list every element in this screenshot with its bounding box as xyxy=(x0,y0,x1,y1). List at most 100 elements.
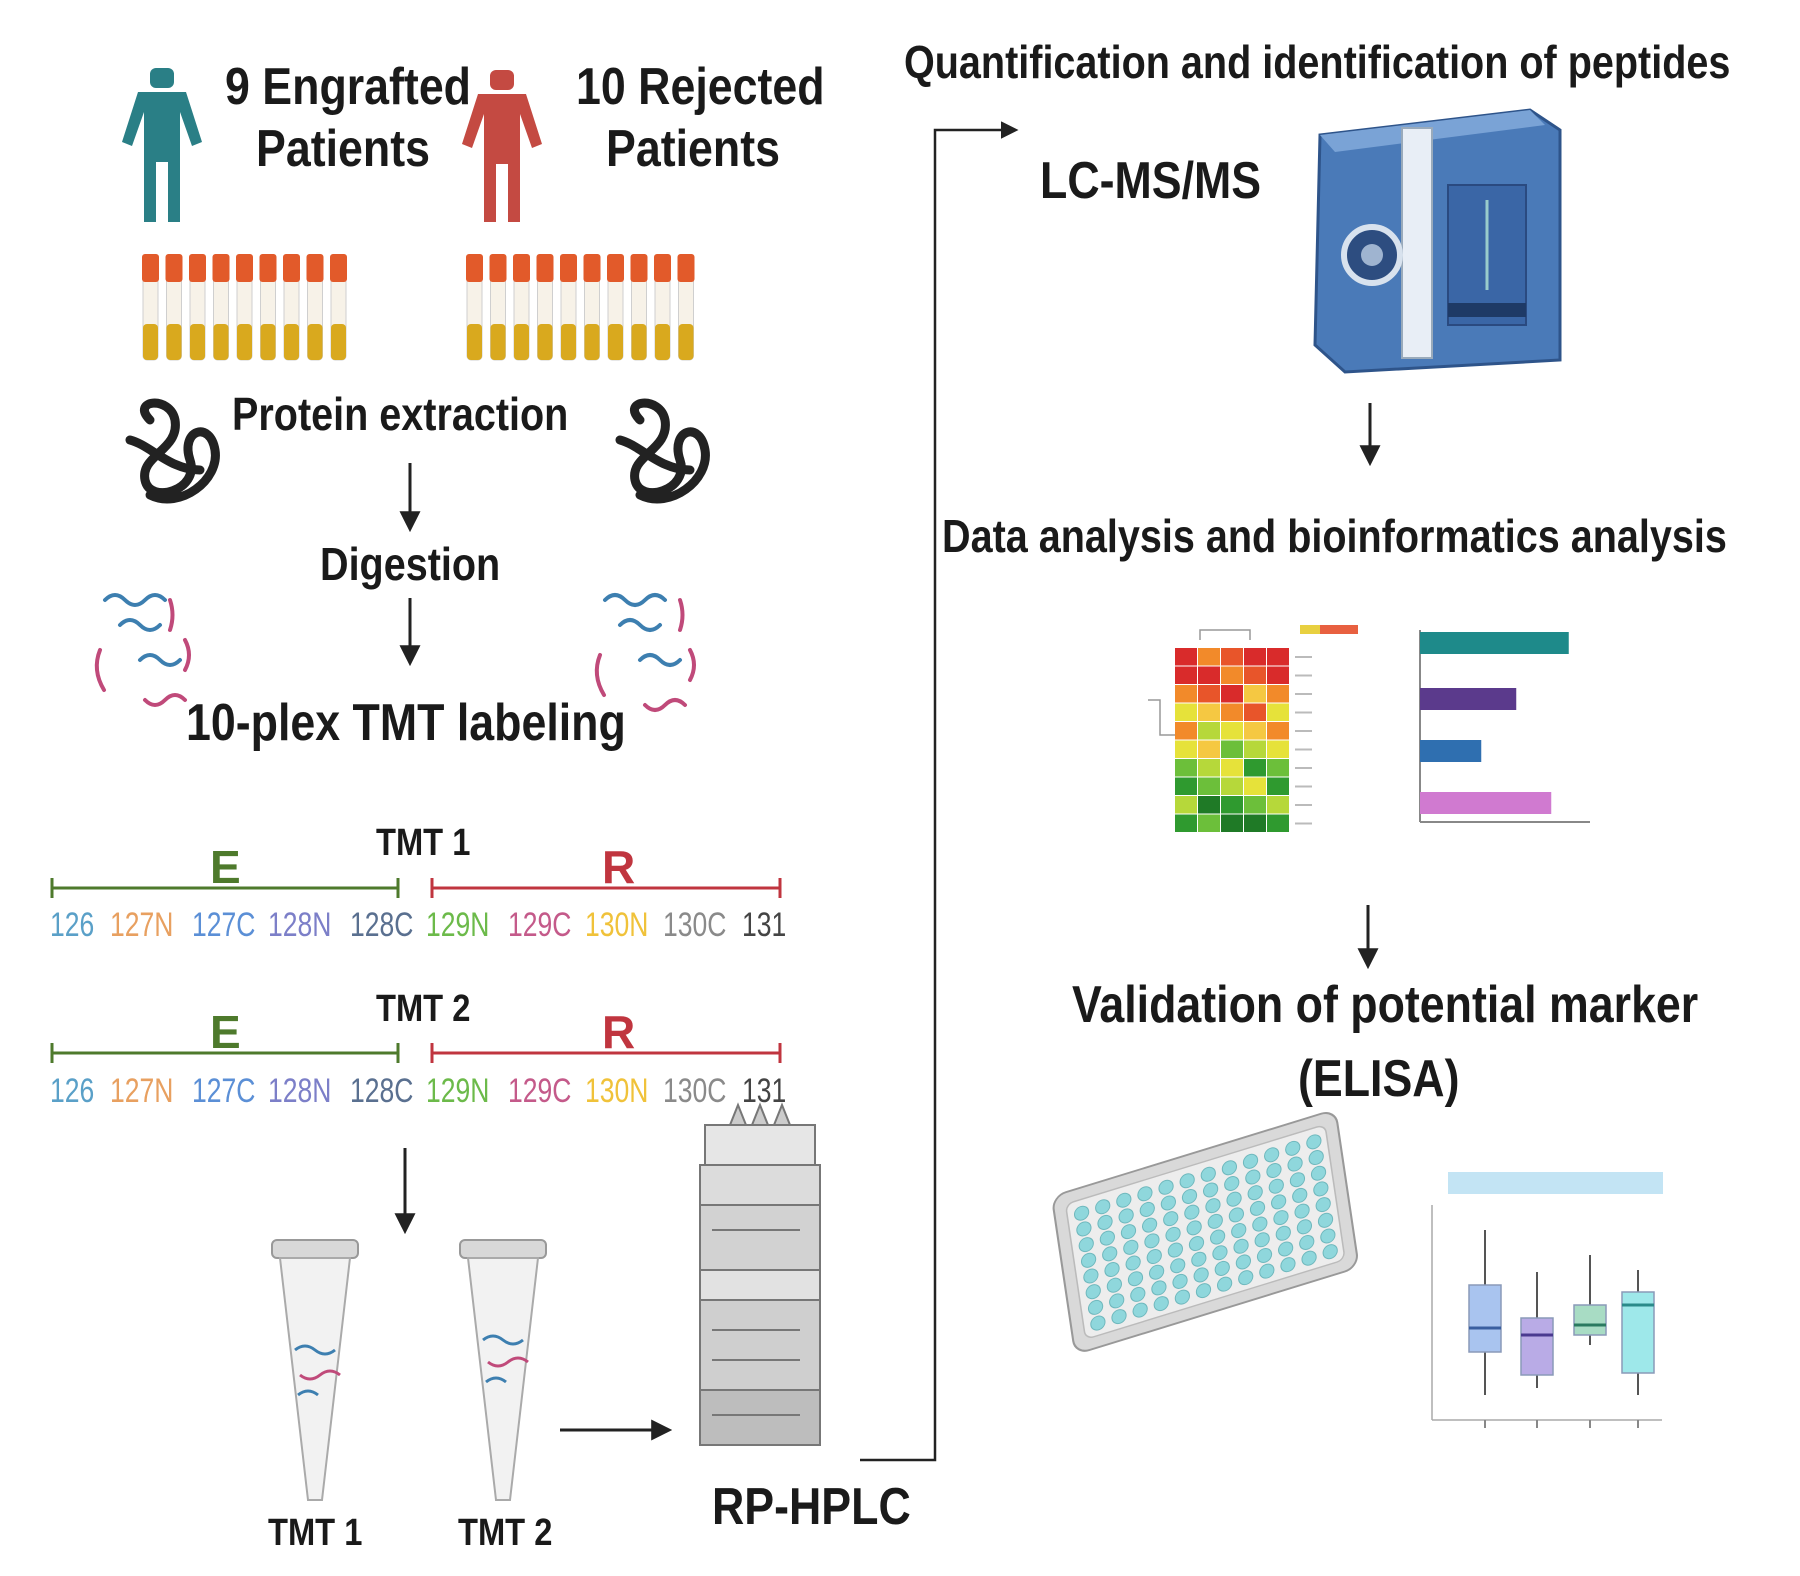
plate-well xyxy=(1104,1262,1120,1278)
plate-well xyxy=(1127,1271,1144,1287)
tmt-channel-label: 130C xyxy=(663,906,727,944)
tmt-channel-label: 126 xyxy=(50,1072,95,1110)
heatmap-cell xyxy=(1198,796,1220,814)
blood-tube xyxy=(466,254,483,361)
blood-tube xyxy=(189,254,206,361)
plate-well xyxy=(1292,1187,1308,1203)
blood-tube xyxy=(583,254,601,361)
tmt-channel-label: 127C xyxy=(192,1072,256,1110)
plate-well xyxy=(1271,1194,1287,1210)
rejected-patient-icon xyxy=(462,70,542,222)
arrow-to-lcms xyxy=(860,121,1019,1462)
plate-well xyxy=(1102,1246,1118,1262)
tmt2-title: TMT 2 xyxy=(376,988,471,1030)
plate-well xyxy=(1320,1228,1336,1244)
tmt2-rejected-letter: R xyxy=(602,1006,636,1058)
tmt1-engrafted-bracket xyxy=(50,878,400,898)
tmt-channel-label: 130N xyxy=(585,1072,649,1110)
plate-well xyxy=(1278,1241,1294,1257)
heatmap-cell xyxy=(1244,685,1266,703)
heatmap-cell xyxy=(1198,666,1220,684)
plate-well xyxy=(1256,1247,1273,1263)
heatmap-cell xyxy=(1221,740,1243,758)
plate-well xyxy=(1146,1249,1162,1265)
heatmap-cell xyxy=(1221,648,1243,666)
plate-well xyxy=(1144,1233,1160,1249)
tmt-channel-label: 131 xyxy=(742,1072,787,1110)
heatmap-cell xyxy=(1221,759,1243,777)
peptides-right-icon xyxy=(594,593,696,712)
quantification-header: Quantification and identification of pep… xyxy=(904,36,1731,88)
heatmap-cell xyxy=(1221,685,1243,703)
plate-well xyxy=(1172,1273,1188,1289)
plate-well xyxy=(1266,1163,1282,1179)
plate-well xyxy=(1308,1150,1324,1166)
heatmap-cell xyxy=(1175,703,1197,721)
blood-tube xyxy=(306,254,324,361)
plate-well xyxy=(1141,1217,1158,1233)
blood-tube xyxy=(513,254,530,361)
blood-tube xyxy=(607,254,624,361)
box-plot-figure xyxy=(1431,1172,1663,1428)
blood-tube xyxy=(489,254,507,361)
box-plot-box xyxy=(1573,1304,1607,1336)
plate-well xyxy=(1259,1263,1275,1279)
tmt-channel-label: 128N xyxy=(268,1072,332,1110)
heatmap-cell xyxy=(1175,759,1197,777)
plate-well xyxy=(1080,1252,1097,1268)
tmt2-engrafted-letter: E xyxy=(210,1006,241,1058)
tmt-labeling-label: 10-plex TMT labeling xyxy=(186,694,626,752)
blood-tube xyxy=(654,254,671,361)
heatmap-cell xyxy=(1198,759,1220,777)
plate-well xyxy=(1132,1302,1148,1318)
elisa-plate-icon xyxy=(1052,1112,1358,1352)
plate-well xyxy=(1200,1166,1216,1182)
plate-well xyxy=(1228,1207,1245,1223)
heatmap-cell xyxy=(1244,777,1266,795)
tmt-channel-label: 127N xyxy=(110,1072,174,1110)
blood-tube xyxy=(165,254,183,361)
tmt2-rejected-bracket xyxy=(430,1043,782,1063)
plate-well xyxy=(1170,1258,1186,1274)
plate-well xyxy=(1226,1191,1242,1207)
heatmap-cell xyxy=(1267,796,1289,814)
rejected-sample-tubes xyxy=(466,254,695,361)
tmt-channel-label: 127C xyxy=(192,906,256,944)
plate-well xyxy=(1301,1250,1317,1266)
bar-chart-figure xyxy=(1419,630,1590,823)
heatmap-figure xyxy=(1148,625,1358,832)
heatmap-cell xyxy=(1198,814,1220,832)
plate-well xyxy=(1191,1251,1207,1267)
plate-well xyxy=(1315,1197,1331,1213)
tmt-channel-label: 128C xyxy=(350,906,414,944)
plate-well xyxy=(1116,1192,1132,1208)
plate-well xyxy=(1296,1219,1313,1235)
heatmap-cell xyxy=(1221,703,1243,721)
plate-well xyxy=(1249,1200,1266,1216)
tmt-channel-label: 129C xyxy=(508,1072,572,1110)
heatmap-cell xyxy=(1267,685,1289,703)
plate-well xyxy=(1299,1234,1315,1250)
plate-well xyxy=(1193,1267,1209,1283)
validation-label-line2: (ELISA) xyxy=(1298,1050,1460,1108)
plate-well xyxy=(1285,1140,1301,1156)
heatmap-cell xyxy=(1198,648,1220,666)
plate-well xyxy=(1123,1239,1139,1255)
plate-well xyxy=(1130,1286,1146,1302)
blood-tube xyxy=(142,254,159,361)
validation-label-line1: Validation of potential marker xyxy=(1072,976,1699,1034)
plate-well xyxy=(1275,1225,1291,1241)
engrafted-patients-label-line1: 9 Engrafted xyxy=(225,58,472,116)
tmt1-rejected-bracket xyxy=(430,878,782,898)
heatmap-cell xyxy=(1244,648,1266,666)
tmt-channel-label: 129C xyxy=(508,906,572,944)
plate-well xyxy=(1247,1185,1263,1201)
tmt2-engrafted-bracket xyxy=(50,1043,400,1063)
plate-well xyxy=(1280,1257,1296,1273)
blood-tube xyxy=(283,254,300,361)
blood-tube xyxy=(560,254,577,361)
heatmap-cell xyxy=(1267,703,1289,721)
plate-well xyxy=(1090,1315,1106,1331)
heatmap-cell xyxy=(1175,796,1197,814)
